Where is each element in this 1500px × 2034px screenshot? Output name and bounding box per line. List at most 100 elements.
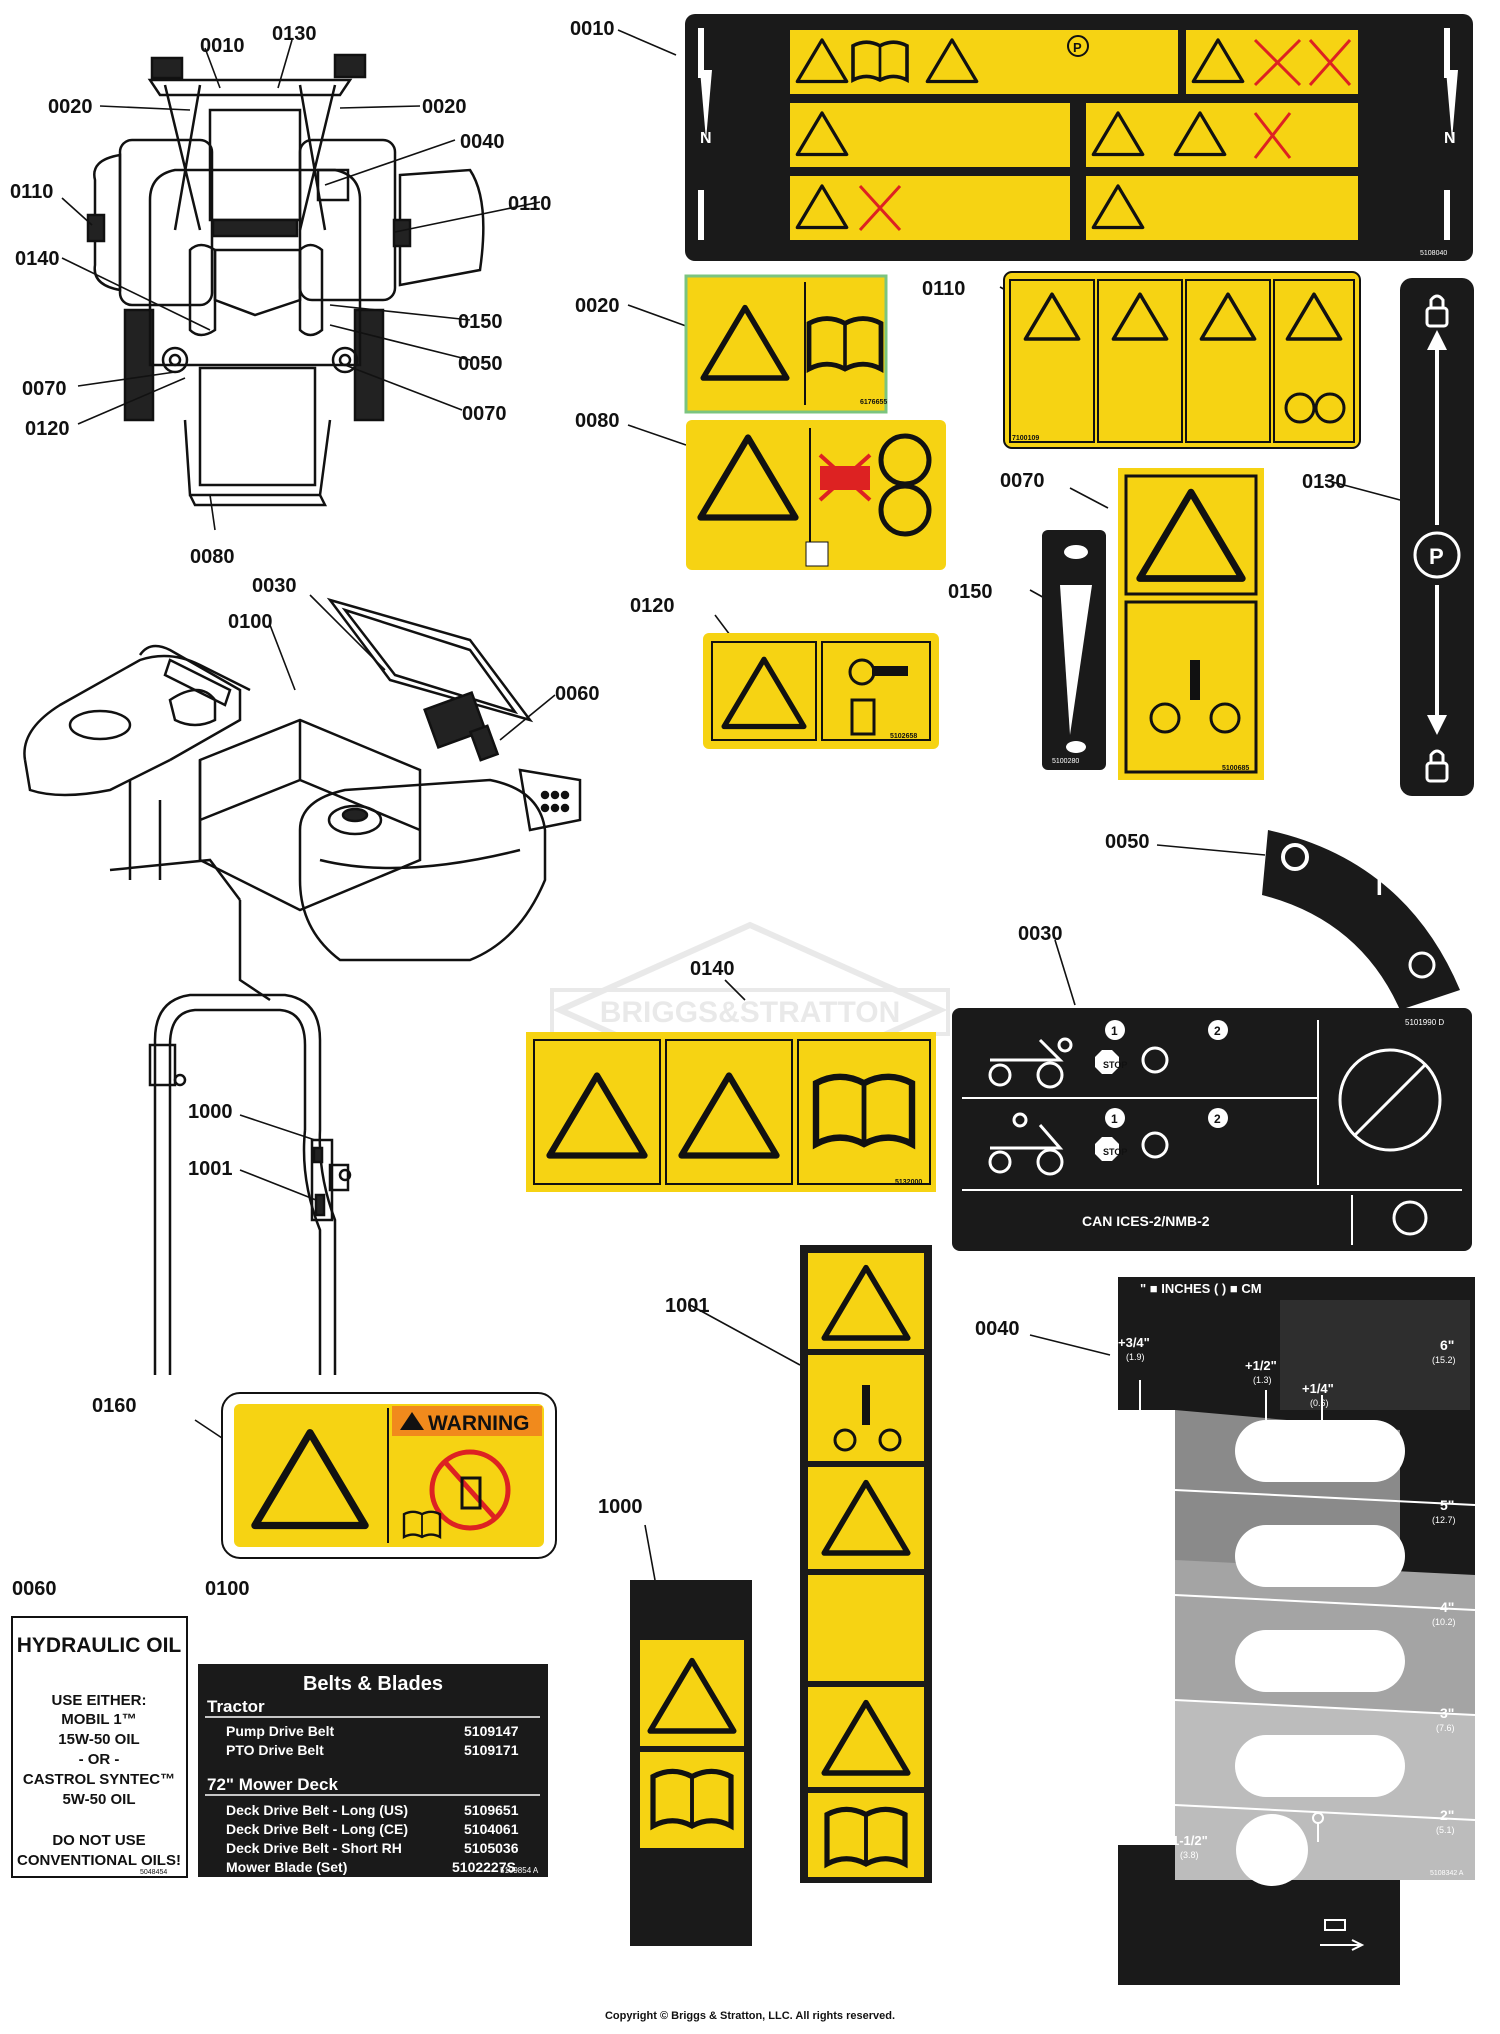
decal-0040-height-5-cm: (3.8) [1180, 1850, 1199, 1860]
callout-0160-a: 0160 [92, 1395, 137, 1417]
decal-0040-height-5: 1-1/2" [1172, 1833, 1208, 1848]
callout-0020-b: 0020 [422, 96, 467, 118]
callout-0130-a: 0130 [272, 23, 317, 45]
svg-text:P: P [1429, 544, 1444, 569]
svg-text:P: P [1073, 40, 1082, 55]
decal-0010-part-no: 5108040 [1420, 250, 1447, 257]
decal-0140: 5132000 [526, 1032, 936, 1192]
decal-0030-step-1b: 1 [1111, 1112, 1118, 1126]
callout-0140-b: 0140 [690, 958, 735, 980]
decal-0150: 5100280 [1042, 530, 1106, 770]
decal-0040-height-4: 2" [1440, 1807, 1454, 1823]
decal-0040-mark-2: +1/4" [1302, 1381, 1334, 1396]
decal-0040-height-1: 5" [1440, 1497, 1454, 1513]
decal-0120-part-no: 5102658 [890, 733, 917, 740]
callout-0030-a: 0030 [252, 575, 297, 597]
decal-0030-stop-2: STOP [1103, 1147, 1127, 1157]
callout-0110-c: 0110 [922, 278, 965, 300]
callout-0150-a: 0150 [458, 311, 503, 333]
callout-0040-b: 0040 [975, 1318, 1020, 1340]
decal-0050: I O [1262, 830, 1460, 1010]
leader-lines [61, 29, 1401, 1581]
callout-0060-a: 0060 [555, 683, 600, 705]
callout-0110-b: 0110 [508, 193, 551, 215]
decal-0070-part-no: 5100685 [1222, 765, 1249, 772]
decal-0060-part-no: 5048454 [140, 1869, 167, 1876]
callout-0080-a: 0080 [190, 546, 235, 568]
decal-0100-row2-1-pn: 5104061 [464, 1821, 519, 1837]
decal-0060-line2: MOBIL 1™ [61, 1711, 137, 1728]
decal-0040-height-4-cm: (5.1) [1436, 1825, 1455, 1835]
decal-0040-mark-0-cm: (1.9) [1126, 1352, 1145, 1362]
decal-0110: 7100109 [1003, 271, 1361, 449]
callout-0020-a: 0020 [48, 96, 93, 118]
mower-top-view [86, 53, 485, 507]
decal-0100-row1-0-pn: 5109147 [464, 1723, 519, 1739]
decal-0070: 5100685 [1118, 468, 1264, 780]
decal-0100-row2-0-name: Deck Drive Belt - Long (US) [226, 1802, 408, 1818]
callout-0110-a: 0110 [10, 181, 53, 203]
decal-0100-row2-1-name: Deck Drive Belt - Long (CE) [226, 1821, 408, 1837]
decal-0140-part-no: 5132000 [895, 1179, 922, 1186]
decal-0040: " ■ INCHES ( ) ■ CM +3/4" (1.9) +1/2" (1… [1118, 1277, 1476, 1985]
decal-0040-mark-0: +3/4" [1118, 1335, 1150, 1350]
callout-0120-a: 0120 [25, 418, 70, 440]
callout-0050-a: 0050 [458, 353, 503, 375]
decal-0100-title: Belts & Blades [303, 1673, 443, 1695]
callout-0120-b: 0120 [630, 595, 675, 617]
decal-0040-mark-1-cm: (1.3) [1253, 1375, 1272, 1385]
decal-0100-section2: 72" Mower Deck [207, 1775, 338, 1794]
decal-0060: HYDRAULIC OIL USE EITHER: MOBIL 1™ 15W-5… [11, 1616, 188, 1878]
decal-0010: N N P 5108040 [685, 14, 1473, 261]
decal-0100-row2-0-pn: 5109651 [464, 1802, 519, 1818]
decal-0040-height-3: 3" [1440, 1705, 1454, 1721]
decal-0100-section1: Tractor [207, 1697, 265, 1716]
callout-0140-a: 0140 [15, 248, 60, 270]
decal-0150-part-no: 5100280 [1052, 758, 1079, 765]
decal-0120: 5102658 [703, 633, 939, 749]
callout-1000-b: 1000 [598, 1496, 643, 1518]
decal-0050-on: I [1376, 874, 1383, 901]
decal-0040-mark-1: +1/2" [1245, 1358, 1277, 1373]
callout-0010-b: 0010 [570, 18, 615, 40]
decal-0100-row2-2-name: Deck Drive Belt - Short RH [226, 1840, 402, 1856]
decal-0030-cert: CAN ICES-2/NMB-2 [1082, 1213, 1210, 1229]
callout-1001-b: 1001 [665, 1295, 710, 1317]
callout-1001-a: 1001 [188, 1158, 233, 1180]
decal-0040-part-no: 5108342 A [1430, 1870, 1464, 1877]
decal-0040-height-2: 4" [1440, 1599, 1454, 1615]
callout-0030-b: 0030 [1018, 923, 1063, 945]
callout-0080-b: 0080 [575, 410, 620, 432]
callout-0020-c: 0020 [575, 295, 620, 317]
decal-0100-row2-3-pn: 5102227S [452, 1859, 516, 1875]
decal-0060-line5: CASTROL SYNTEC™ [23, 1771, 175, 1788]
decal-0100-row2-2-pn: 5105036 [464, 1840, 519, 1856]
decal-0060-line1: USE EITHER: [51, 1692, 146, 1709]
mower-iso-view [23, 597, 582, 1002]
decal-0030-step-2b: 2 [1214, 1112, 1221, 1126]
decal-0020-part-no: 6176655 [860, 399, 887, 406]
decal-0030-step-1a: 1 [1111, 1024, 1118, 1038]
callout-0070-b: 0070 [462, 403, 507, 425]
decal-0010-n-right: N [1444, 130, 1456, 147]
decal-0130: P [1400, 278, 1474, 796]
decal-0020: 6176655 [684, 274, 888, 414]
callout-0040-a: 0040 [460, 131, 505, 153]
callout-0060-b: 0060 [12, 1578, 57, 1600]
decal-0060-line4: - OR - [79, 1751, 120, 1768]
callout-0130-b: 0130 [1302, 471, 1347, 493]
callout-0150-b: 0150 [948, 581, 993, 603]
decal-0030-part-no: 5101990 D [1405, 1018, 1444, 1027]
decal-0100-row1-1-pn: 5109171 [464, 1742, 519, 1758]
decal-0040-header: " ■ INCHES ( ) ■ CM [1140, 1281, 1262, 1296]
decal-0050-off: O [1287, 861, 1288, 863]
decal-1001 [800, 1245, 932, 1883]
decal-0160-warning: WARNING [428, 1412, 530, 1435]
callout-0100-a: 0100 [228, 611, 273, 633]
decal-0060-title: HYDRAULIC OIL [17, 1634, 182, 1657]
decal-0030-stop-1: STOP [1103, 1060, 1127, 1070]
decal-0040-height-0-cm: (15.2) [1432, 1355, 1456, 1365]
decal-0040-height-0: 6" [1440, 1337, 1454, 1353]
decal-0040-height-3-cm: (7.6) [1436, 1723, 1455, 1733]
